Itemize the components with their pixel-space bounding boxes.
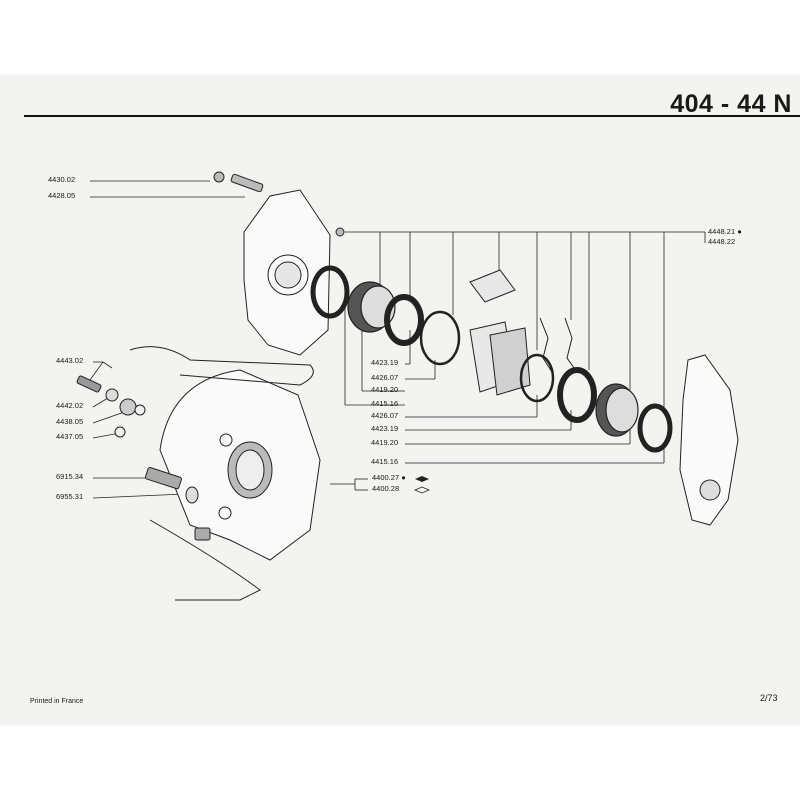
page-title: 404 - 44 N bbox=[670, 90, 792, 118]
page-number: 2/73 bbox=[760, 693, 778, 703]
part-ref-4437-05: 4437.05 bbox=[56, 432, 84, 441]
part-ref-6915-34: 6915.34 bbox=[56, 472, 84, 481]
part-ref-4438-05: 4438.05 bbox=[56, 417, 84, 426]
header-rule bbox=[24, 115, 800, 117]
printed-in-france: Printed in France bbox=[30, 698, 84, 705]
kit-ref-4400-28: 4400.28 bbox=[372, 484, 400, 493]
part-ref-4448-22: 4448.22 bbox=[708, 237, 736, 246]
part-ref-4426-07: 4426.07 bbox=[371, 411, 399, 420]
caliper-assembly bbox=[159, 369, 321, 561]
part-ref-4419-20: 4419.20 bbox=[371, 385, 399, 394]
kit-ref-4400-27: 4400.27 ● bbox=[372, 473, 406, 482]
hydraulic-pipe bbox=[129, 346, 314, 601]
part-ref-4443-02: 4443.02 bbox=[56, 356, 84, 365]
part-ref-4442-02: 4442.02 bbox=[56, 401, 84, 410]
upper-caliper-half bbox=[243, 189, 331, 356]
part-ref-4415-16: 4415.16 bbox=[371, 457, 399, 466]
mounting-bolt bbox=[144, 467, 211, 541]
lower-piston-set bbox=[519, 353, 673, 453]
page-background bbox=[0, 75, 800, 725]
part-ref-4415-16: 4415.16 bbox=[371, 399, 399, 408]
upper-piston-set bbox=[310, 265, 461, 366]
banjo-fitting bbox=[76, 375, 146, 438]
part-ref-4423-19: 4423.19 bbox=[371, 358, 399, 367]
part-ref-4428-05: 4428.05 bbox=[48, 191, 76, 200]
part-ref-4426-07: 4426.07 bbox=[371, 373, 399, 382]
pad-springs bbox=[539, 317, 578, 373]
part-ref-6955-31: 6955.31 bbox=[56, 492, 84, 501]
kit-arrows bbox=[413, 476, 431, 494]
part-ref-4423-19: 4423.19 bbox=[371, 424, 399, 433]
part-ref-4448-21: 4448.21 ● bbox=[708, 227, 742, 236]
outer-caliper-half bbox=[679, 354, 739, 526]
part-ref-4419-20: 4419.20 bbox=[371, 438, 399, 447]
part-ref-4430-02: 4430.02 bbox=[48, 175, 76, 184]
bleed-screw bbox=[213, 171, 345, 237]
